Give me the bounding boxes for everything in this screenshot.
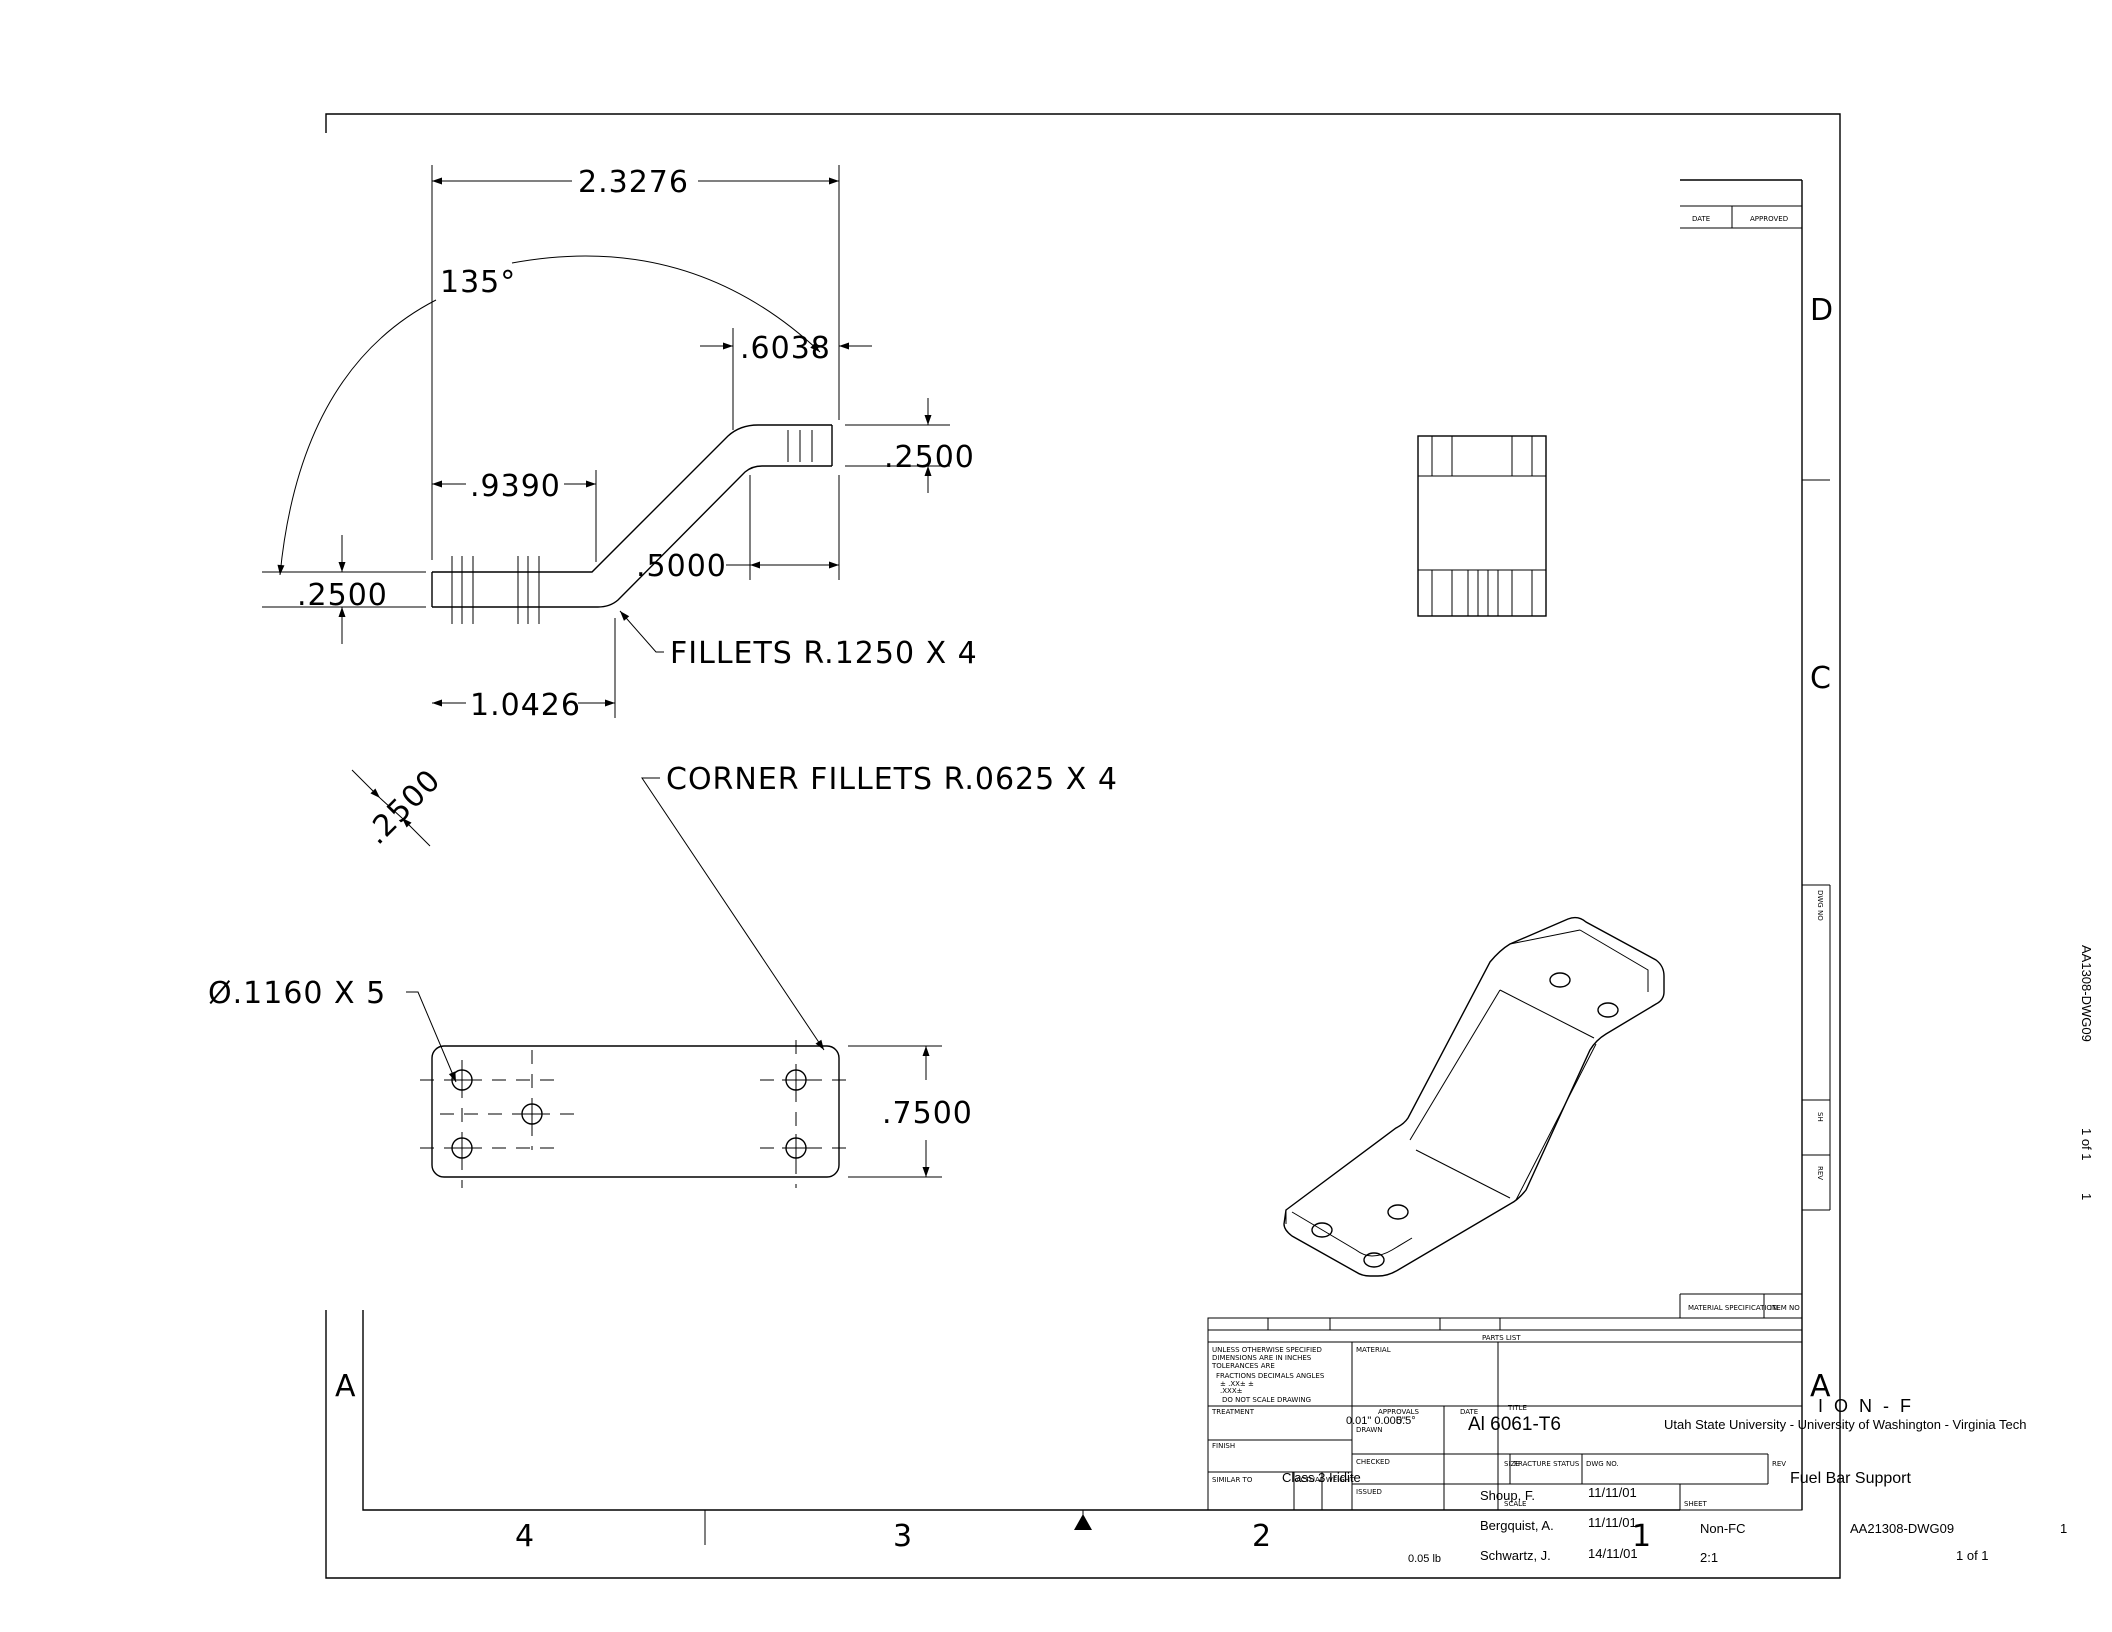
strip-dwg-no-label: DWG NO — [1816, 890, 1824, 921]
rev-date-header: DATE — [1692, 215, 1710, 223]
dim-thickness-diag: .2500 — [359, 763, 448, 852]
dwg-no-label: DWG NO. — [1586, 1460, 1619, 1468]
fracture-label: FRACTURE STATUS — [1514, 1460, 1580, 1468]
rev-label: REV — [1772, 1460, 1786, 1468]
zone-col-1: 1 — [1632, 1519, 1651, 1554]
material-spec-header: MATERIAL SPECIFICATION — [1688, 1304, 1777, 1312]
iso-hole-2 — [1597, 1002, 1619, 1018]
item-no-header: ITEM NO — [1770, 1304, 1800, 1312]
material-value: Al 6061-T6 — [1468, 1414, 1561, 1435]
iso-hole-3 — [1387, 1204, 1409, 1220]
tol-line-7: DO NOT SCALE DRAWING — [1222, 1396, 1311, 1404]
sheet-value: 1 of 1 — [1956, 1548, 1989, 1563]
note-fillets: FILLETS R.1250 X 4 — [670, 636, 978, 671]
zone-markers: 4 3 2 1 D C A A — [335, 293, 1833, 1554]
dim-part-width: .7500 — [882, 1096, 973, 1131]
drawn-by: Shoup, F. — [1480, 1488, 1535, 1503]
iso-hole-1 — [1549, 972, 1571, 988]
tol-line-2: DIMENSIONS ARE IN INCHES — [1212, 1354, 1312, 1362]
issued-by: Schwartz, J. — [1480, 1548, 1551, 1563]
iso-hole-5 — [1363, 1252, 1385, 1268]
side-view — [1417, 435, 1547, 617]
strip-sh-label: SH — [1816, 1112, 1824, 1122]
zone-col-2: 2 — [1252, 1519, 1271, 1554]
dim-flat-right: .5000 — [636, 549, 727, 584]
date-label: DATE — [1460, 1408, 1478, 1416]
dim-flat-left: .9390 — [470, 469, 561, 504]
zone-row-d: D — [1810, 293, 1833, 328]
dim-angle: 135° — [440, 265, 516, 300]
material-label: MATERIAL — [1356, 1346, 1391, 1354]
isometric-view — [1283, 916, 1665, 1277]
tol-line-3: TOLERANCES ARE — [1211, 1362, 1275, 1370]
dwg-no-value: AA21308-DWG09 — [1850, 1521, 1954, 1536]
checked-label: CHECKED — [1356, 1458, 1390, 1466]
tol-line-6: .XXX± — [1220, 1387, 1243, 1395]
strip-dwg-no: AA1308-DWG09 — [2079, 945, 2094, 1042]
finish-label: FINISH — [1212, 1442, 1235, 1450]
zone-row-c: C — [1810, 661, 1831, 696]
note-holes: Ø.1160 X 5 — [208, 976, 386, 1011]
zone-col-3: 3 — [893, 1519, 912, 1554]
title-block: MATERIAL SPECIFICATION ITEM NO PARTS LIS… — [1207, 1293, 2067, 1565]
rev-approved-header: APPROVED — [1750, 215, 1788, 223]
issued-date: 14/11/01 — [1588, 1546, 1638, 1561]
zone-row-a-right: A — [1810, 1369, 1831, 1404]
dim-thickness-right: .2500 — [884, 440, 975, 475]
actual-weight-label: ACTUAL WEIGHT — [1296, 1476, 1355, 1484]
drawn-label: DRAWN — [1356, 1426, 1383, 1434]
scale-label: SCALE — [1504, 1500, 1526, 1508]
drawn-date: 11/11/01 — [1588, 1485, 1637, 1500]
issued-label: ISSUED — [1356, 1488, 1382, 1496]
checked-date: 11/11/01 — [1588, 1515, 1637, 1530]
strip-rev-label: REV — [1816, 1166, 1824, 1180]
note-corner-fillets: CORNER FILLETS R.0625 X 4 — [666, 762, 1118, 797]
flat-view: CORNER FILLETS R.0625 X 4 Ø.1160 X 5 .75… — [208, 762, 1118, 1188]
finish-value: Class 3 Iridite — [1282, 1470, 1361, 1485]
dim-thickness-left: .2500 — [297, 578, 388, 613]
size-label: SIZE — [1504, 1460, 1520, 1468]
organization: Utah State University - University of Wa… — [1664, 1417, 2026, 1432]
dim-overall-width: 2.3276 — [578, 165, 689, 200]
scale-value: 2:1 — [1700, 1550, 1718, 1565]
weight-value: 0.05 lb — [1408, 1553, 1441, 1565]
sheet-label: SHEET — [1684, 1500, 1708, 1508]
profile-view: 2.3276 135° .6038 .2500 .9390 .5000 .250 — [262, 165, 978, 852]
dim-offset-top: .6038 — [740, 331, 831, 366]
sheet-border — [325, 113, 1841, 1579]
checked-by: Bergquist, A. — [1480, 1518, 1554, 1533]
dim-span: 1.0426 — [470, 688, 581, 723]
rev-value: 1 — [2060, 1521, 2067, 1536]
side-strip: DWG NO SH REV AA1308-DWG09 1 of 1 1 — [1802, 884, 2094, 1211]
title-label: TITLE — [1507, 1404, 1527, 1412]
drawing-title: Fuel Bar Support — [1790, 1470, 1912, 1487]
parts-list-header: PARTS LIST — [1482, 1334, 1521, 1342]
zone-row-a-left: A — [335, 1369, 356, 1404]
ion-label: I O N - F — [1818, 1396, 1914, 1416]
strip-rev: 1 — [2079, 1193, 2094, 1200]
tol-line-5: ± .XX± ± — [1220, 1380, 1254, 1388]
approvals-label: APPROVALS — [1378, 1408, 1420, 1416]
tol-line-4: FRACTIONS DECIMALS ANGLES — [1216, 1372, 1325, 1380]
tol-line-1: UNLESS OTHERWISE SPECIFIED — [1212, 1346, 1322, 1354]
tol-values: 0.01" 0.005" — [1346, 1415, 1406, 1427]
iso-hole-4 — [1311, 1222, 1333, 1238]
strip-sheet: 1 of 1 — [2079, 1128, 2094, 1161]
revision-block: DATE APPROVED — [1680, 205, 1802, 229]
zone-col-4: 4 — [515, 1519, 534, 1554]
similar-to-label: SIMILAR TO — [1212, 1476, 1253, 1484]
angle-value: 0.5° — [1396, 1415, 1416, 1427]
treatment-label: TREATMENT — [1211, 1408, 1255, 1416]
fracture-status: Non-FC — [1700, 1521, 1746, 1536]
